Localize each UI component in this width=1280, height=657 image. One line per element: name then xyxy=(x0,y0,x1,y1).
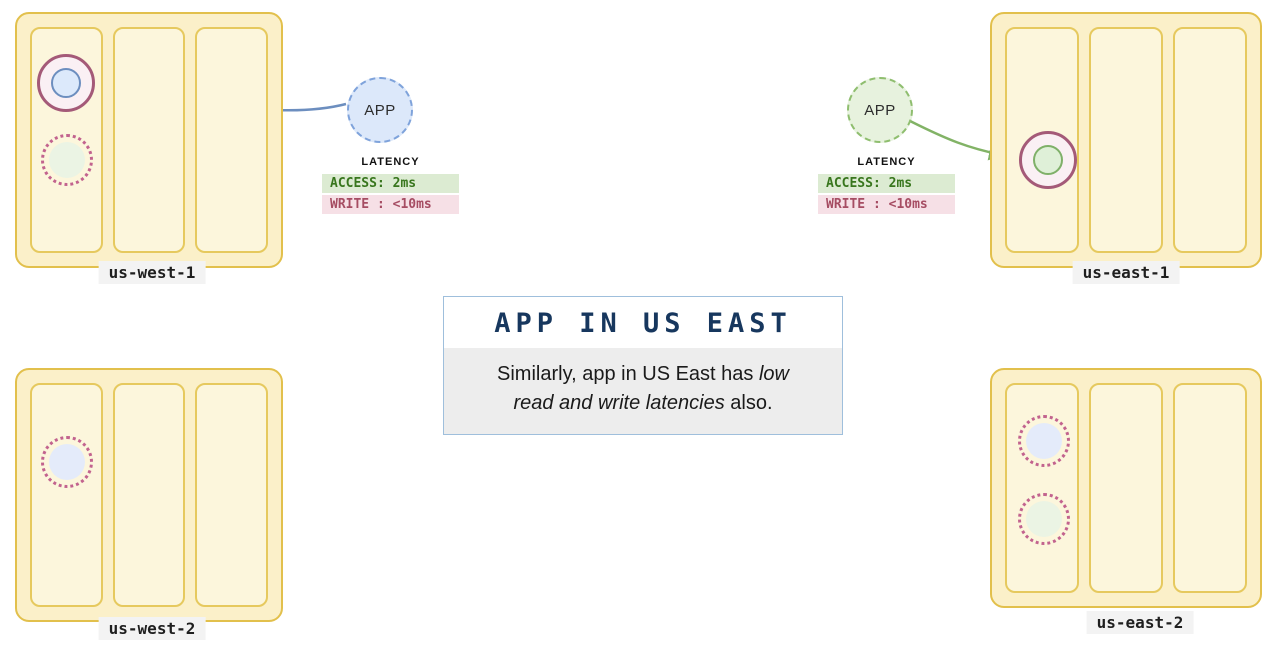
app-node-east: APP xyxy=(847,77,913,143)
callout-line2-regular: also. xyxy=(724,392,773,414)
region-label-us-east-2: us-east-2 xyxy=(1086,611,1194,634)
region-label-us-east-1: us-east-1 xyxy=(1072,261,1180,284)
region-us-west-2 xyxy=(15,368,283,622)
db-replica-follower xyxy=(1018,493,1070,545)
availability-zone xyxy=(1173,383,1247,593)
access-latency-badge-west: ACCESS: 2ms xyxy=(322,174,459,193)
region-us-east-1 xyxy=(990,12,1262,268)
callout-line1-regular: Similarly, app in US East has xyxy=(497,363,759,385)
availability-zone xyxy=(112,383,186,607)
availability-zone xyxy=(1089,383,1163,593)
callout-title: APP IN US EAST xyxy=(444,297,842,348)
availability-zone xyxy=(30,383,103,607)
callout-body: Similarly, app in US East has low read a… xyxy=(444,348,842,434)
write-latency-badge-west: WRITE : <10ms xyxy=(322,195,459,214)
callout-box: APP IN US EAST Similarly, app in US East… xyxy=(443,296,843,435)
db-replica-follower xyxy=(41,436,93,488)
availability-zone xyxy=(1173,27,1247,253)
db-replica-follower xyxy=(1018,415,1070,467)
callout-line2-italic: read and write latencies xyxy=(513,392,725,414)
region-us-west-1 xyxy=(15,12,283,268)
region-label-us-west-2: us-west-2 xyxy=(98,617,206,640)
access-latency-badge-east: ACCESS: 2ms xyxy=(818,174,955,193)
app-east-read-arrow xyxy=(909,119,1006,161)
db-replica-leader xyxy=(1019,131,1077,189)
write-latency-badge-east: WRITE : <10ms xyxy=(818,195,955,214)
latency-title-east: LATENCY xyxy=(857,156,916,168)
db-replica-leader xyxy=(37,54,95,112)
app-node-label: APP xyxy=(864,101,896,119)
availability-zone xyxy=(112,27,186,253)
replica-core-green xyxy=(1033,145,1063,175)
replica-core-blue xyxy=(51,68,81,98)
app-node-west: APP xyxy=(347,77,413,143)
availability-zone xyxy=(195,383,269,607)
latency-title-west: LATENCY xyxy=(361,156,420,168)
region-us-east-2 xyxy=(990,368,1262,608)
app-node-label: APP xyxy=(364,101,396,119)
db-replica-follower xyxy=(41,134,93,186)
availability-zone xyxy=(1089,27,1163,253)
region-label-us-west-1: us-west-1 xyxy=(98,261,206,284)
availability-zone xyxy=(195,27,269,253)
callout-line1-italic: low xyxy=(758,363,789,385)
